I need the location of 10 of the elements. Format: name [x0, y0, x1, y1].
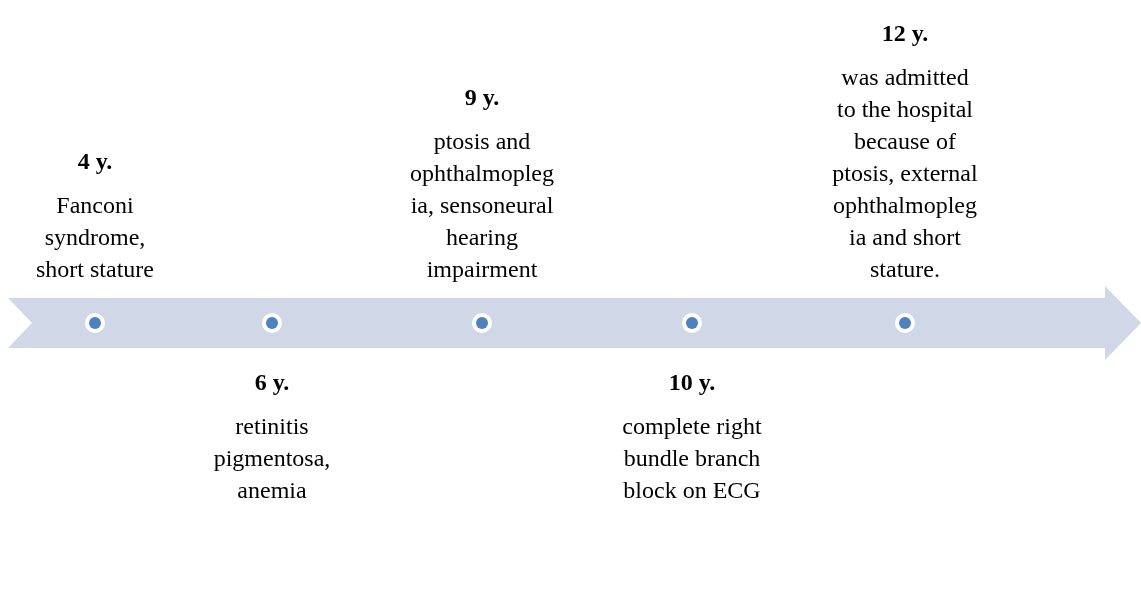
age-heading: 6 y.	[253, 368, 291, 397]
event-description: complete right bundle branch block on ECG	[621, 412, 763, 505]
event-description: Fanconi syndrome, short stature	[35, 191, 155, 284]
event-description: ptosis and ophthalmoplegia, sensoneural hearing impairment	[409, 127, 555, 284]
event-description: was admitted to the hospital because of ptosis, external ophthalmoplegia and short stature.	[831, 63, 979, 284]
age-heading: 4 y.	[76, 147, 114, 176]
age-heading: 10 y.	[667, 368, 717, 397]
age-heading: 9 y.	[463, 83, 501, 112]
event-description: retinitis pigmentosa, anemia	[212, 412, 332, 505]
age-heading: 12 y.	[880, 19, 930, 48]
